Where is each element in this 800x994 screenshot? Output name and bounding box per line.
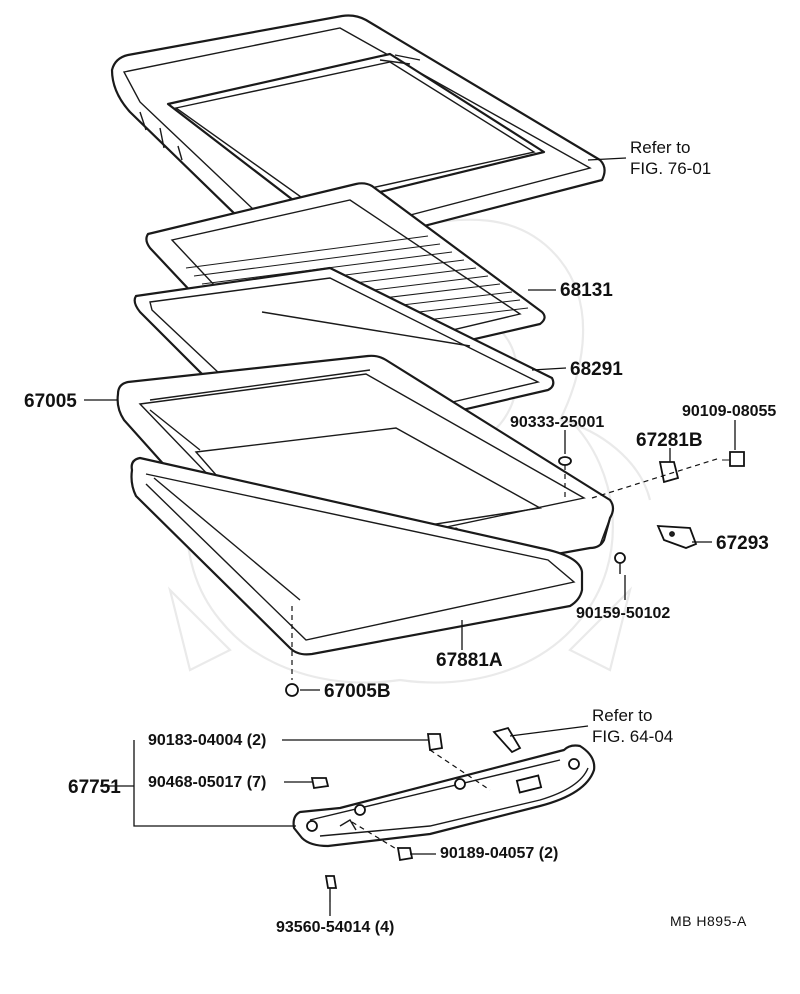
weatherstrip-67881A xyxy=(130,456,584,656)
reference-fig-64-04: Refer to FIG. 64-04 xyxy=(592,706,673,746)
headliner-panel-67751 xyxy=(292,726,596,902)
roof-panel-frame xyxy=(110,14,606,261)
drawing-code: MB H895-A xyxy=(670,913,747,929)
callout-90159-50102: 90159-50102 xyxy=(576,605,670,622)
reference-line1: Refer to xyxy=(592,706,652,725)
callout-67293: 67293 xyxy=(716,533,769,554)
callout-93560-54014: 93560-54014 (4) xyxy=(276,919,394,936)
callout-90333-25001: 90333-25001 xyxy=(510,414,604,431)
callout-67281B: 67281B xyxy=(636,430,703,451)
callout-90189-04057: 90189-04057 (2) xyxy=(440,845,558,862)
callout-67005B: 67005B xyxy=(324,681,391,702)
reference-line2: FIG. 64-04 xyxy=(592,727,673,746)
hardware-right xyxy=(285,451,745,697)
callout-90183-04004: 90183-04004 (2) xyxy=(148,732,266,749)
callout-90468-05017: 90468-05017 (7) xyxy=(148,774,266,791)
callout-90109-08055: 90109-08055 xyxy=(682,403,776,420)
callout-67005: 67005 xyxy=(24,391,77,412)
reference-fig-76-01: Refer to FIG. 76-01 xyxy=(630,138,711,178)
callout-67751: 67751 xyxy=(68,777,121,798)
leader-lines xyxy=(84,157,736,916)
callout-68291: 68291 xyxy=(570,359,623,380)
reference-line2: FIG. 76-01 xyxy=(630,159,711,178)
reference-line1: Refer to xyxy=(630,138,690,157)
callout-68131: 68131 xyxy=(560,280,613,301)
callout-67881A: 67881A xyxy=(436,650,503,671)
